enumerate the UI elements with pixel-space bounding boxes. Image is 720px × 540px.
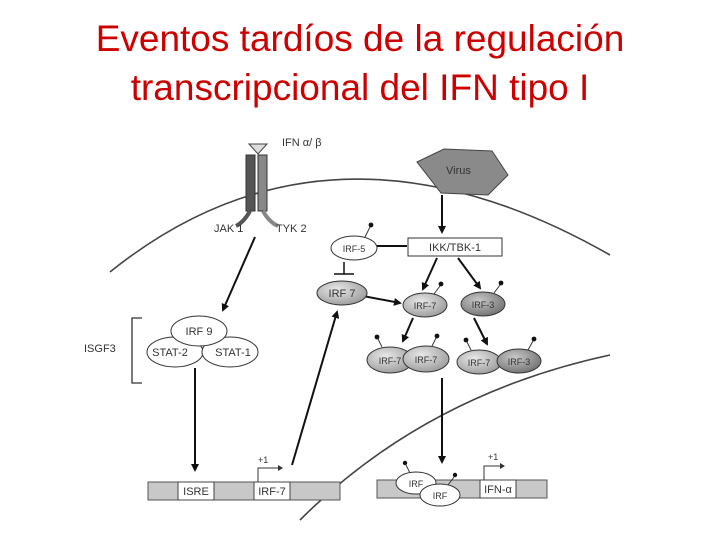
irf-bound-label-1: IRF	[409, 479, 424, 489]
irf9-node	[170, 315, 228, 347]
jak1-label: JAK 1	[214, 223, 243, 235]
isre-label: ISRE	[183, 486, 209, 498]
isgf3-label: ISGF3	[84, 343, 116, 355]
ifn-ligand-icon	[247, 143, 269, 155]
irf-bound-node-2	[419, 483, 461, 507]
ifn-label: IFN α/ β	[282, 137, 322, 149]
stat1-label: STAT-1	[215, 347, 251, 359]
isre-box	[177, 481, 215, 501]
arrow-ikk-to-irf3	[457, 257, 482, 290]
receptor-chain-1	[245, 154, 256, 212]
irf7-hetero-label: IRF-7	[468, 358, 491, 368]
title-line-1: Eventos tardíos de la regulación	[95, 18, 625, 59]
irf-bound-label-2: IRF	[433, 491, 448, 501]
irf7-dimer-b	[402, 345, 450, 373]
irf7-top-label: IRF 7	[329, 288, 356, 300]
tyk2-label: TYK 2	[276, 223, 307, 235]
virus-label: Virus	[446, 165, 471, 177]
virus-icon	[416, 148, 509, 196]
dna-strand-left	[147, 481, 341, 501]
stat1-node	[201, 336, 259, 368]
plus1-left-label: +1	[258, 455, 268, 465]
irf3-hetero-label: IRF-3	[508, 357, 531, 367]
arrow-irf7-dimer	[401, 317, 414, 343]
ikk-tbk1-box	[407, 237, 503, 257]
irf3-active-label: IRF-3	[472, 300, 495, 310]
receptor-chain-2	[257, 154, 268, 212]
irf7-top-node	[316, 280, 368, 306]
plus1-right-label: +1	[488, 452, 498, 462]
irf9-label: IRF 9	[186, 326, 213, 338]
ifna-gene-box	[479, 479, 517, 499]
slide-title: Eventos tardíos de la regulación transcr…	[0, 14, 720, 112]
irf7-dimer-a-label: IRF-7	[379, 356, 402, 366]
arrow-irf3-dimer	[473, 317, 488, 346]
arrow-irf7-gene-to-protein	[291, 310, 340, 466]
ifna-gene-label: IFN-α	[484, 484, 512, 496]
stat2-label: STAT-2	[152, 347, 188, 359]
ikk-label: IKK/TBK-1	[429, 242, 481, 254]
irf3-hetero-node	[496, 348, 542, 374]
arrow-irf7-protein	[362, 295, 402, 306]
irf5-node	[330, 235, 378, 261]
irf7-active-node	[402, 292, 448, 318]
arrow-ikk-to-irf7	[421, 257, 438, 291]
arrow-jak-to-isgf3	[221, 236, 256, 312]
tss-arrow-left	[257, 467, 280, 482]
isgf3-bracket	[131, 317, 142, 384]
ifn-receptor	[235, 143, 279, 228]
irf5-label: IRF-5	[343, 244, 366, 254]
title-line-2: transcripcional del IFN tipo I	[130, 67, 590, 108]
cell-membrane	[109, 178, 611, 273]
irf7-gene-box	[253, 481, 291, 501]
irf7-active-label: IRF-7	[414, 301, 437, 311]
irf7-gene-label: IRF-7	[258, 486, 286, 498]
tss-arrow-right	[483, 465, 502, 480]
irf7-dimer-b-label: IRF-7	[415, 355, 438, 365]
irf3-active-node	[460, 291, 506, 317]
